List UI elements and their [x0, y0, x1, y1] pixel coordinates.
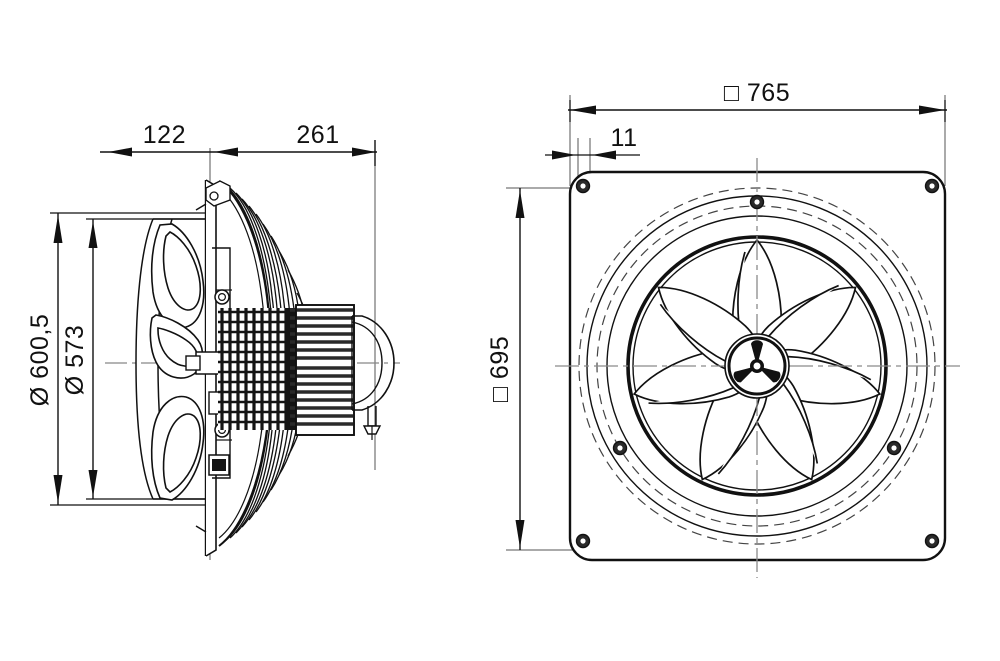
dim-label-square-695: □ 695: [486, 336, 514, 402]
front-view: □ 765 11 □ 695: [486, 79, 960, 578]
mounting-bolt: [749, 194, 765, 210]
dim-arrow-573-top: [88, 221, 98, 248]
front-dimension-11: 11: [545, 124, 640, 160]
front-dimension-695: □ 695: [486, 188, 525, 550]
dim-arrow-261-left: [214, 147, 238, 157]
dim-arrow-695-bottom: [515, 520, 525, 548]
side-horizontal-dimension-group: 122 261: [100, 121, 377, 166]
dim-arrow-695-top: [515, 190, 525, 218]
mounting-bolt: [612, 440, 628, 456]
front-dimension-765: □ 765: [568, 79, 947, 122]
hub-center-cap: [752, 361, 762, 371]
side-motor-endcap: [351, 315, 395, 440]
side-motor-fins: [290, 304, 355, 436]
dim-arrow-122-left: [108, 147, 132, 157]
dim-arrow-600-bottom: [53, 475, 63, 503]
side-terminal-box: [208, 454, 230, 476]
mounting-bolt: [575, 533, 591, 549]
mounting-bolt: [924, 178, 940, 194]
dim-label-261: 261: [296, 121, 339, 149]
side-impeller-blades: [149, 223, 205, 501]
dim-label-diameter-600: Ø 600,5: [26, 314, 54, 406]
dim-arrow-600-top: [53, 215, 63, 243]
dim-label-11: 11: [611, 124, 638, 152]
side-section-view: 122 261 Ø 600,5 Ø 573: [26, 121, 400, 560]
front-mounting-bolts: [575, 178, 940, 549]
dim-label-diameter-573: Ø 573: [61, 325, 89, 396]
dim-arrow-573-bottom: [88, 470, 98, 497]
side-hub-shaft: [185, 351, 221, 375]
dim-label-square-765: □ 765: [724, 79, 790, 107]
mounting-bolt: [924, 533, 940, 549]
dim-arrow-261-right: [352, 147, 376, 157]
dim-arrow-11-left: [552, 150, 576, 160]
dim-arrow-765-left: [570, 105, 596, 115]
dim-arrow-11-right: [592, 150, 616, 160]
dim-arrow-765-right: [919, 105, 945, 115]
mounting-bolt: [886, 440, 902, 456]
side-top-bracket-detail: [205, 180, 231, 207]
mounting-bolt: [575, 178, 591, 194]
front-hub-assembly: [724, 333, 790, 399]
side-vertical-dimension-600: Ø 600,5: [26, 212, 215, 506]
dim-label-122: 122: [143, 121, 186, 149]
